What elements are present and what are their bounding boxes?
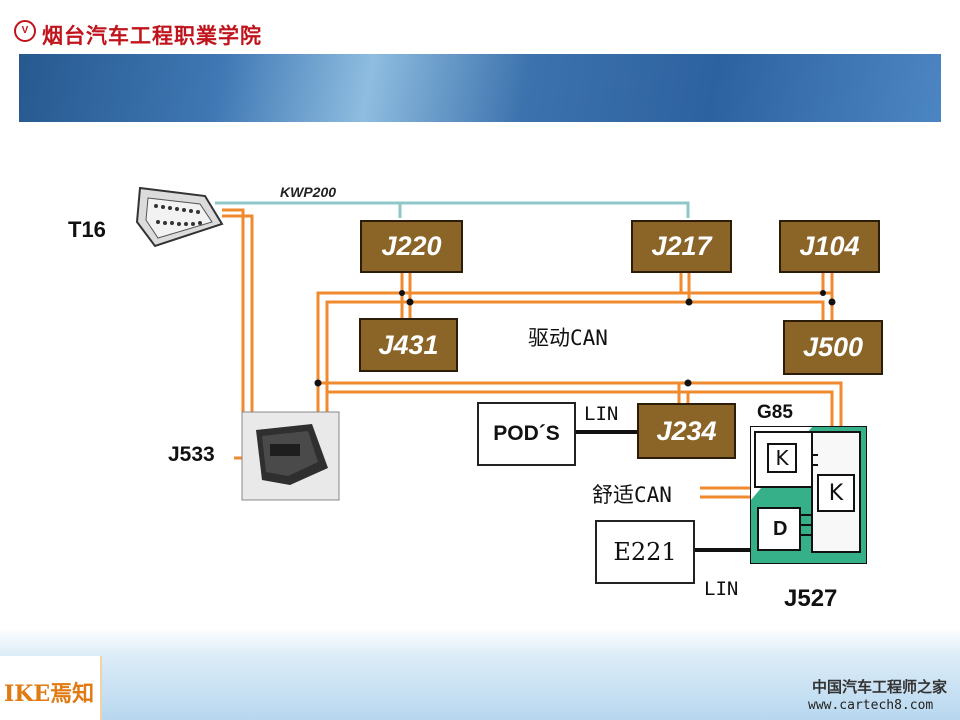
ecu-j104: J104 — [779, 220, 880, 273]
pods-box: POD´S — [477, 402, 576, 466]
watermark-url: www.cartech8.com — [808, 698, 934, 713]
ecu-j431: J431 — [359, 318, 458, 372]
comfort-can-junctions — [314, 379, 692, 387]
school-name: 烟台汽车工程职業学院 — [42, 23, 262, 48]
footer-background — [0, 628, 960, 720]
diagnostic-can-wire — [222, 208, 254, 415]
ecu-j220: J220 — [360, 220, 463, 273]
drive-can-label: 驱动CAN — [528, 326, 608, 350]
school-emblem-icon: V — [14, 20, 36, 42]
ike-logo-panel — [0, 656, 102, 720]
svg-text:K: K — [829, 481, 844, 506]
t16-connector-icon — [135, 186, 224, 248]
watermark-cn: 中国汽车工程师之家 — [812, 678, 948, 696]
j533-gateway-module — [241, 411, 340, 501]
ecu-j217: J217 — [631, 220, 732, 273]
j527-steering-module: K K — [750, 426, 867, 564]
comfort-can-bus — [316, 381, 843, 499]
drive-can-bus — [316, 272, 834, 412]
lin-label-pods: LIN — [584, 403, 619, 425]
header-banner — [19, 54, 941, 122]
drive-can-junctions — [399, 290, 836, 306]
lin-label-e221: LIN — [704, 578, 739, 600]
ecu-j234: J234 — [637, 403, 736, 459]
ecu-j500: J500 — [783, 320, 883, 375]
j533-label: J533 — [168, 443, 215, 466]
comfort-can-label: 舒适CAN — [592, 483, 672, 507]
ike-brand: IKE焉知 — [4, 681, 95, 707]
svg-text:K: K — [775, 446, 789, 470]
t16-label: T16 — [68, 217, 106, 242]
d-label: D — [773, 518, 788, 540]
kwp-label: KWP200 — [280, 184, 337, 200]
j527-label: J527 — [784, 585, 838, 612]
e221-box: E221 — [595, 520, 695, 584]
g85-label: G85 — [757, 402, 793, 423]
kwp-line — [215, 201, 690, 218]
